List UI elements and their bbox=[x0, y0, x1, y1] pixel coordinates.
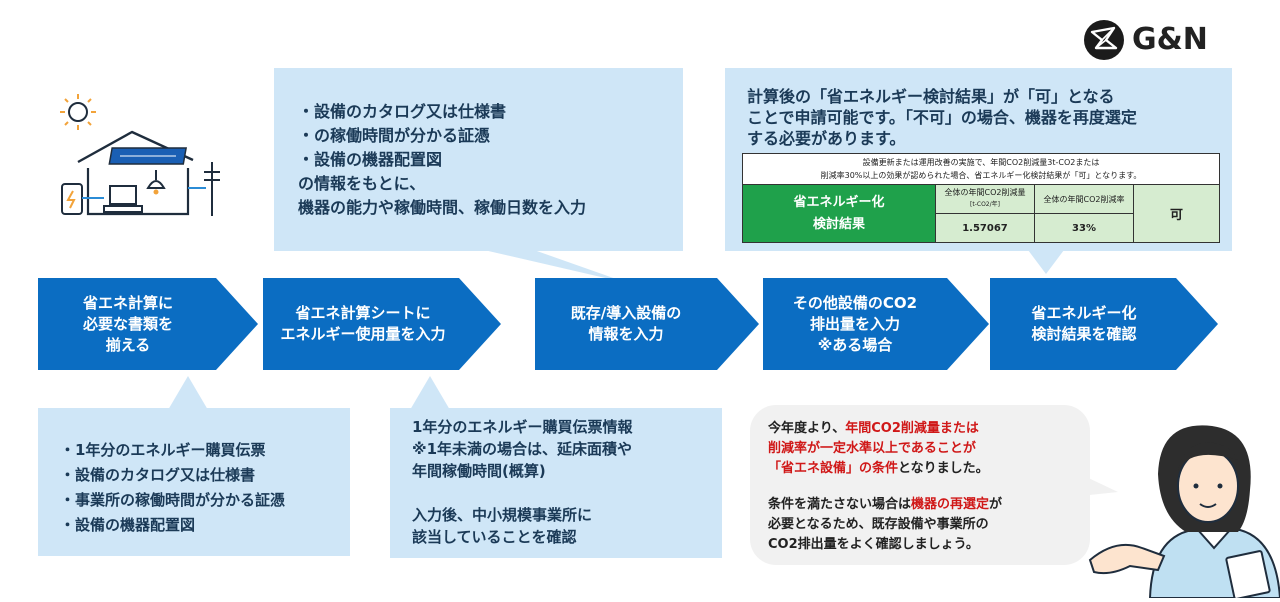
speech-text: 今年度より、 bbox=[768, 421, 846, 436]
step-2-label: 省エネ計算シートに エネルギー使用量を入力 bbox=[280, 304, 446, 343]
col1-value-text: 1.57067 bbox=[962, 222, 1008, 234]
col1-header-text: 全体の年間CO2削減量 bbox=[944, 188, 1026, 197]
callout-result-line: 計算後の「省エネルギー検討結果」が「可」となる bbox=[747, 87, 1115, 106]
house-illustration bbox=[48, 92, 233, 222]
callout-left: ・1年分のエネルギー購買伝票 ・設備のカタログ又は仕様書 ・事業所の稼働時間が分… bbox=[38, 408, 350, 556]
speech-bubble: 今年度より、年間CO2削減量または 削減率が一定水準以上であることが 「省エネ設… bbox=[750, 405, 1090, 565]
callout-mid-line bbox=[412, 482, 722, 504]
col1-unit: [t-CO2/年] bbox=[970, 201, 1000, 208]
callout-top-line: ・の稼働時間が分かる証憑 bbox=[298, 126, 491, 145]
speech-paragraph-2: 条件を満たさない場合は機器の再選定が 必要となるため、既存設備や事業所の CO2… bbox=[768, 495, 1090, 555]
step-5-label: 省エネルギー化 検討結果を確認 bbox=[1031, 304, 1137, 343]
step-1-label: 省エネ計算に 必要な書類を 揃える bbox=[82, 293, 173, 354]
callout-left-line: ・設備のカタログ又は仕様書 bbox=[60, 466, 256, 484]
callout-top-line: ・設備の機器配置図 bbox=[298, 150, 443, 169]
callout-mid-pointer bbox=[410, 376, 450, 410]
utility-pole-icon bbox=[204, 162, 220, 216]
callout-top-line: ・設備のカタログ又は仕様書 bbox=[298, 102, 507, 121]
speech-highlight: 「省エネ設備」の条件 bbox=[768, 461, 899, 476]
callout-mid-line: 入力後、中小規模事業所に bbox=[412, 506, 593, 524]
col2-value-text: 33% bbox=[1072, 222, 1096, 234]
callout-result-pointer bbox=[1028, 250, 1064, 274]
speech-highlight: 年間CO2削減量または bbox=[845, 421, 979, 436]
result-table-header-line: 削減率30%以上の効果が認められた場合、省エネルギー化検討結果が「可」となります… bbox=[820, 171, 1142, 180]
step-3-arrow: 既存/導入設備の 情報を入力 bbox=[535, 278, 761, 370]
logo-text: G&N bbox=[1132, 22, 1208, 57]
col2-header: 全体の年間CO2削減率 bbox=[1034, 184, 1134, 214]
callout-top-line: 機器の能力や稼働時間、稼働日数を入力 bbox=[298, 198, 587, 217]
speech-highlight: 機器の再選定 bbox=[911, 497, 990, 512]
speech-paragraph-1: 今年度より、年間CO2削減量または 削減率が一定水準以上であることが 「省エネ設… bbox=[768, 419, 1090, 479]
callout-left-line: ・設備の機器配置図 bbox=[60, 516, 196, 534]
col2-header-text: 全体の年間CO2削減率 bbox=[1043, 194, 1125, 204]
col1-value: 1.57067 bbox=[935, 213, 1035, 243]
result-table-header-line: 設備更新または運用改善の実施で、年間CO2削減量3t-CO2または bbox=[862, 158, 1100, 167]
result-table: 設備更新または運用改善の実施で、年間CO2削減量3t-CO2または 削減率30%… bbox=[742, 153, 1220, 243]
callout-mid-line: ※1年未満の場合は、延床面積や bbox=[412, 440, 633, 458]
step-5-arrow: 省エネルギー化 検討結果を確認 bbox=[990, 278, 1220, 370]
result-table-label: 省エネルギー化 検討結果 bbox=[742, 184, 936, 243]
callout-result-line: ことで申請可能です。「不可」の場合、機器を再度選定 bbox=[747, 108, 1137, 127]
computer-icon bbox=[109, 185, 137, 205]
speech-bubble-tail bbox=[1080, 474, 1118, 496]
callout-left-line: ・事業所の稼働時間が分かる証憑 bbox=[60, 491, 286, 509]
step-2-arrow: 省エネ計算シートに エネルギー使用量を入力 bbox=[263, 278, 503, 370]
lamp-icon bbox=[146, 170, 166, 195]
presenter-illustration bbox=[1080, 420, 1280, 600]
speech-text: 必要となるため、既存設備や事業所の bbox=[768, 517, 989, 532]
brand-logo: G&N bbox=[1082, 18, 1232, 64]
speech-text: となりました。 bbox=[898, 461, 989, 476]
callout-mid-line: 該当していることを確認 bbox=[412, 528, 577, 546]
callout-result-line: する必要があります。 bbox=[747, 129, 906, 148]
callout-left-pointer bbox=[168, 376, 208, 410]
callout-mid: 1年分のエネルギー購買伝票情報 ※1年未満の場合は、延床面積や 年間稼働時間(概… bbox=[390, 408, 722, 558]
logo-mark-icon bbox=[1084, 20, 1124, 60]
sun-icon bbox=[60, 94, 96, 130]
col2-value: 33% bbox=[1034, 213, 1134, 243]
step-4-arrow: その他設備のCO2 排出量を入力 ※ある場合 bbox=[763, 278, 991, 370]
callout-top-line: の情報をもとに、 bbox=[298, 174, 426, 193]
step-4-label: その他設備のCO2 排出量を入力 ※ある場合 bbox=[792, 293, 918, 354]
callout-top-box: ・設備のカタログ又は仕様書 ・の稼働時間が分かる証憑 ・設備の機器配置図 の情報… bbox=[274, 68, 683, 251]
callout-mid-line: 年間稼働時間(概算) bbox=[412, 462, 546, 480]
speech-text: CO2排出量をよく確認しましょう。 bbox=[768, 537, 979, 552]
callout-top: ・設備のカタログ又は仕様書 ・の稼働時間が分かる証憑 ・設備の機器配置図 の情報… bbox=[274, 68, 683, 251]
result-value: 可 bbox=[1133, 184, 1220, 243]
speech-text: が bbox=[989, 497, 1003, 512]
callout-mid-line: 1年分のエネルギー購買伝票情報 bbox=[412, 418, 633, 436]
result-value-text: 可 bbox=[1169, 208, 1183, 223]
speech-highlight: 削減率が一定水準以上であることが bbox=[768, 441, 976, 456]
speech-text: 条件を満たさない場合は bbox=[768, 497, 912, 512]
result-table-header: 設備更新または運用改善の実施で、年間CO2削減量3t-CO2または 削減率30%… bbox=[742, 153, 1220, 185]
col1-header: 全体の年間CO2削減量 [t-CO2/年] bbox=[935, 184, 1035, 214]
callout-left-line: ・1年分のエネルギー購買伝票 bbox=[60, 441, 266, 459]
result-table-label-line: 省エネルギー化 bbox=[793, 194, 885, 210]
result-table-label-line: 検討結果 bbox=[812, 216, 865, 232]
callout-top-pointer bbox=[484, 250, 619, 280]
step-1-arrow: 省エネ計算に 必要な書類を 揃える bbox=[38, 278, 260, 370]
step-3-label: 既存/導入設備の 情報を入力 bbox=[570, 304, 682, 343]
